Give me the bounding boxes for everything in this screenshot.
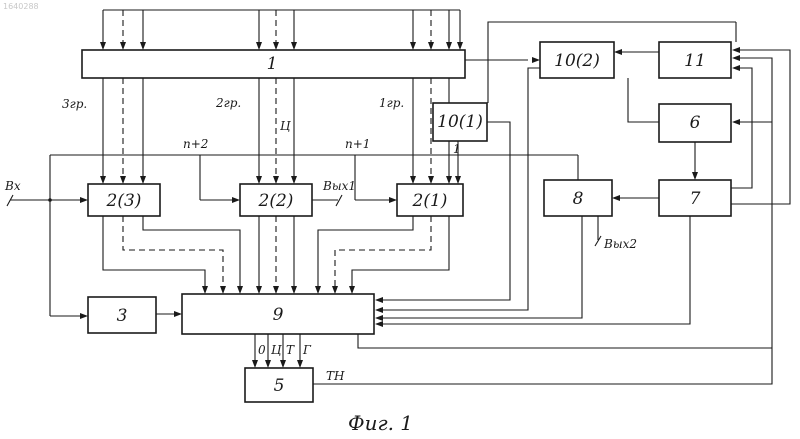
block-7: 7 — [659, 180, 731, 216]
document-number: 1640288 — [3, 2, 39, 11]
block-2-2: 2(2) — [240, 184, 312, 216]
block-1: 1 — [82, 50, 465, 78]
group-lines — [100, 78, 452, 184]
label-out-1: Вых1 — [322, 179, 356, 193]
block-7-label: 7 — [690, 189, 701, 209]
block-8: 8 — [544, 180, 612, 216]
block-2-1: 2(1) — [397, 184, 463, 216]
block-6-label: 6 — [690, 113, 701, 133]
label-out-2: Вых2 — [603, 237, 637, 251]
label-ts: Ц — [271, 343, 282, 357]
block-9-label: 9 — [273, 305, 284, 325]
label-group-3: 3гр. — [62, 97, 87, 111]
block-2-1-label: 2(1) — [412, 191, 448, 211]
block-11: 11 — [659, 42, 731, 78]
label-one: 1 — [453, 142, 461, 156]
lines-into-block-9 — [103, 216, 449, 294]
block-2-2-label: 2(2) — [258, 191, 294, 211]
block-1-label: 1 — [267, 54, 278, 74]
label-input: Вх — [4, 179, 21, 193]
block-10-1-label: 10(1) — [437, 112, 483, 132]
block-3: 3 — [88, 297, 156, 333]
label-g: Г — [302, 343, 312, 357]
arrow-3-to-9 — [174, 311, 182, 317]
output-1 — [312, 195, 342, 206]
block-11-label: 11 — [684, 51, 706, 71]
block-6: 6 — [659, 104, 731, 142]
block-10-2: 10(2) — [540, 42, 614, 78]
input-vx — [7, 195, 88, 206]
block-8-label: 8 — [573, 189, 584, 209]
label-n-plus-2: n+2 — [183, 137, 208, 151]
block-3-label: 3 — [117, 306, 128, 326]
figure-caption: Фиг. 1 — [348, 411, 413, 435]
label-o: 0 — [258, 343, 266, 357]
label-n-plus-1: n+1 — [345, 137, 370, 151]
block-2-3-label: 2(3) — [106, 191, 142, 211]
label-c: Ц — [280, 119, 291, 133]
block-2-3: 2(3) — [88, 184, 160, 216]
label-group-2: 2гр. — [215, 96, 241, 110]
label-t: Т — [286, 343, 295, 357]
block-5-label: 5 — [274, 376, 285, 396]
block-10-1: 10(1) — [433, 103, 487, 141]
block-5: 5 — [245, 368, 313, 402]
block-10-2-label: 10(2) — [554, 51, 600, 71]
block-9: 9 — [182, 294, 374, 334]
top-bus-lines — [100, 10, 463, 50]
label-group-1: 1гр. — [379, 96, 404, 110]
label-tn: ТН — [326, 369, 345, 383]
